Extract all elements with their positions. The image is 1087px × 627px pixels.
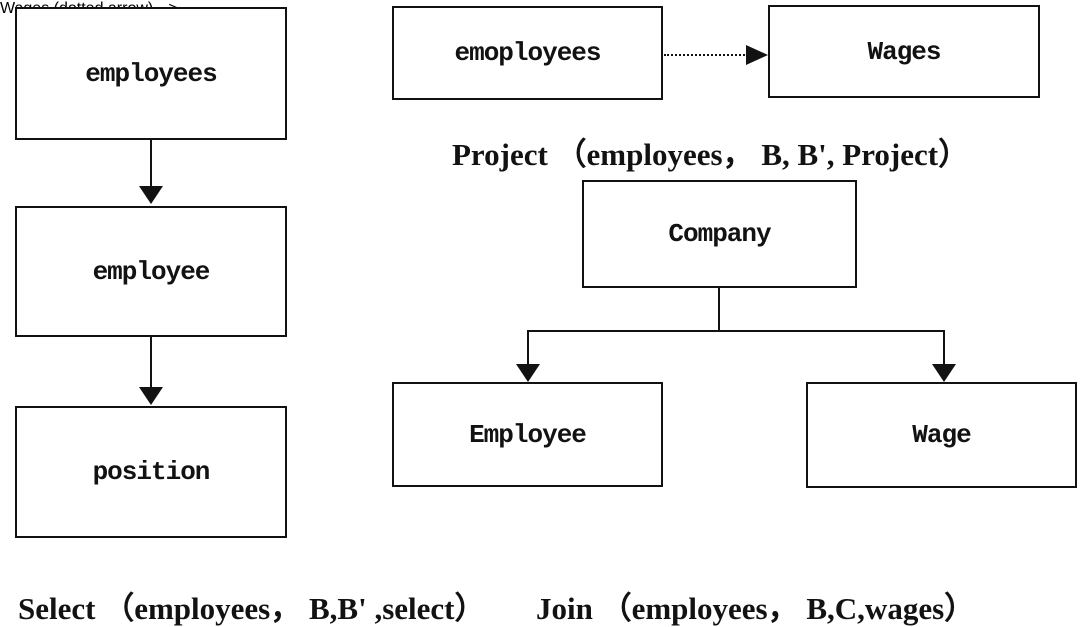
hierarchy-stem-line	[718, 288, 720, 332]
flow-box-employee-label: employee	[92, 256, 211, 287]
flow-connector-line-1	[150, 140, 152, 188]
down-arrowhead-icon	[516, 364, 540, 382]
hierarchy-right-drop-line	[943, 330, 945, 366]
flow-box-employee: employee	[15, 206, 287, 337]
projection-box-wages-label: Wages	[867, 36, 941, 67]
hierarchy-box-employee: Employee	[392, 382, 663, 487]
select-caption: Select （employees， B,B' ,select）	[18, 591, 486, 626]
down-arrowhead-icon	[139, 387, 163, 405]
hierarchy-box-company: Company	[582, 180, 857, 288]
flow-box-employees: employees	[15, 7, 287, 140]
flow-box-position-label: position	[92, 457, 211, 487]
flow-connector-line-2	[150, 337, 152, 389]
projection-box-emoployees: emoployees	[392, 6, 663, 100]
projection-caption: Project （employees， B, B', Project）	[452, 137, 970, 172]
hierarchy-left-drop-line	[527, 330, 529, 366]
projection-box-wages: Wages	[768, 5, 1040, 98]
hierarchy-box-wage-label: Wage	[912, 420, 971, 450]
projection-box-emoployees-label: emoployees	[454, 38, 601, 68]
hierarchy-box-wage: Wage	[806, 382, 1077, 488]
down-arrowhead-icon	[139, 186, 163, 204]
join-caption: Join （employees， B,C,wages）	[536, 591, 976, 626]
flow-box-position: position	[15, 406, 287, 538]
dashed-arrow-line	[664, 54, 748, 56]
flow-box-employees-label: employees	[85, 58, 217, 89]
down-arrowhead-icon	[932, 364, 956, 382]
hierarchy-box-company-label: Company	[668, 219, 771, 249]
hierarchy-box-employee-label: Employee	[469, 419, 587, 450]
hierarchy-cross-line	[527, 330, 945, 332]
right-arrowhead-icon	[746, 45, 768, 65]
